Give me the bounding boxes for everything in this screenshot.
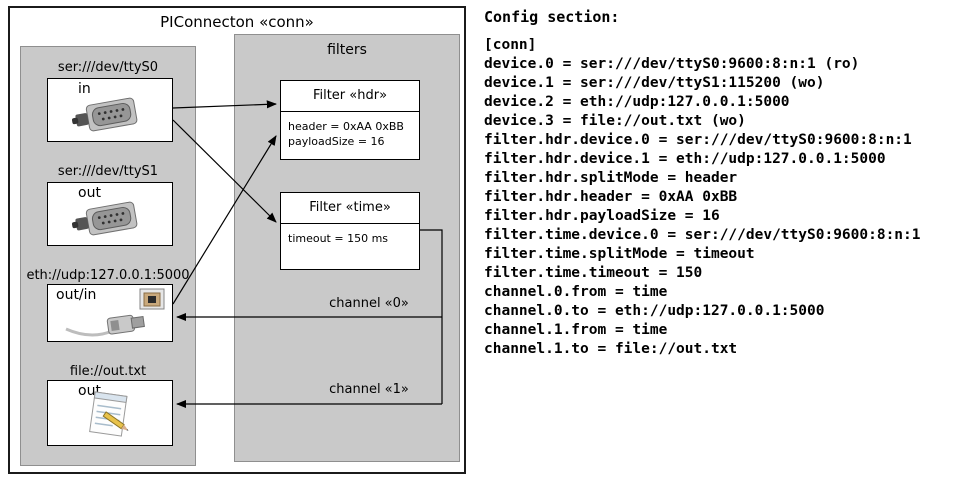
config-line: device.3 = file://out.txt (wo) bbox=[484, 113, 746, 129]
config-section: Config section: [conn] device.0 = ser:///… bbox=[484, 8, 921, 359]
ethernet-plug-icon bbox=[65, 314, 145, 337]
port-label-out: out bbox=[78, 185, 101, 201]
device-caption-ttys1: ser:///dev/ttyS1 bbox=[57, 164, 159, 179]
config-line: filter.hdr.device.1 = eth://udp:127.0.0.… bbox=[484, 151, 886, 167]
device-caption-eth: eth://udp:127.0.0.1:5000 bbox=[26, 268, 190, 283]
ethernet-jack-icon bbox=[139, 288, 165, 310]
filters-panel-title: filters bbox=[327, 42, 367, 58]
channel-0-label: channel «0» bbox=[329, 296, 409, 311]
device-box-ttys1: out bbox=[47, 182, 173, 246]
port-label-in: in bbox=[78, 81, 91, 97]
config-line: filter.hdr.header = 0xAA 0xBB bbox=[484, 189, 738, 205]
device-box-eth: out/in bbox=[47, 284, 173, 342]
config-line: channel.1.to = file://out.txt bbox=[484, 341, 738, 357]
config-line: filter.hdr.device.0 = ser:///dev/ttyS0:9… bbox=[484, 132, 912, 148]
filter-hdr-box: Filter «hdr» header = 0xAA 0xBB payloadS… bbox=[280, 80, 420, 160]
config-line: filter.time.splitMode = timeout bbox=[484, 246, 755, 262]
device-caption-file: file://out.txt bbox=[69, 364, 147, 379]
filter-param-header: header = 0xAA 0xBB bbox=[288, 120, 404, 133]
config-line: device.2 = eth://udp:127.0.0.1:5000 bbox=[484, 94, 790, 110]
serial-connector-icon bbox=[72, 201, 138, 236]
device-box-ttys0: in bbox=[47, 78, 173, 142]
document-icon bbox=[89, 391, 129, 437]
config-line: channel.1.from = time bbox=[484, 322, 668, 338]
filter-hdr-params: header = 0xAA 0xBB payloadSize = 16 bbox=[281, 112, 419, 149]
filter-param-payloadsize: payloadSize = 16 bbox=[288, 135, 385, 148]
connection-diagram: PIConnecton «conn» filters ser:///dev/tt… bbox=[8, 6, 466, 474]
config-line: filter.hdr.splitMode = header bbox=[484, 170, 738, 186]
config-line: device.0 = ser:///dev/ttyS0:9600:8:n:1 (… bbox=[484, 56, 860, 72]
config-line: filter.time.device.0 = ser:///dev/ttyS0:… bbox=[484, 227, 921, 243]
device-caption-ttys0: ser:///dev/ttyS0 bbox=[57, 60, 159, 75]
config-line: filter.hdr.payloadSize = 16 bbox=[484, 208, 720, 224]
filter-time-box: Filter «time» timeout = 150 ms bbox=[280, 192, 420, 270]
diagram-title: PIConnecton «conn» bbox=[160, 13, 314, 31]
filter-hdr-title: Filter «hdr» bbox=[281, 81, 419, 112]
config-lines: [conn] device.0 = ser:///dev/ttyS0:9600:8… bbox=[484, 36, 921, 359]
serial-connector-icon bbox=[72, 97, 138, 132]
device-box-file: out bbox=[47, 380, 173, 446]
filter-param-timeout: timeout = 150 ms bbox=[288, 232, 389, 245]
config-title: Config section: bbox=[484, 8, 620, 26]
config-line: channel.0.from = time bbox=[484, 284, 668, 300]
config-line: filter.time.timeout = 150 bbox=[484, 265, 703, 281]
port-label-outin: out/in bbox=[56, 287, 97, 303]
config-line: channel.0.to = eth://udp:127.0.0.1:5000 bbox=[484, 303, 825, 319]
channel-1-label: channel «1» bbox=[329, 382, 409, 397]
filter-time-params: timeout = 150 ms bbox=[281, 224, 419, 246]
config-line: device.1 = ser:///dev/ttyS1:115200 (wo) bbox=[484, 75, 825, 91]
config-line: [conn] bbox=[484, 37, 537, 53]
filter-time-title: Filter «time» bbox=[281, 193, 419, 224]
